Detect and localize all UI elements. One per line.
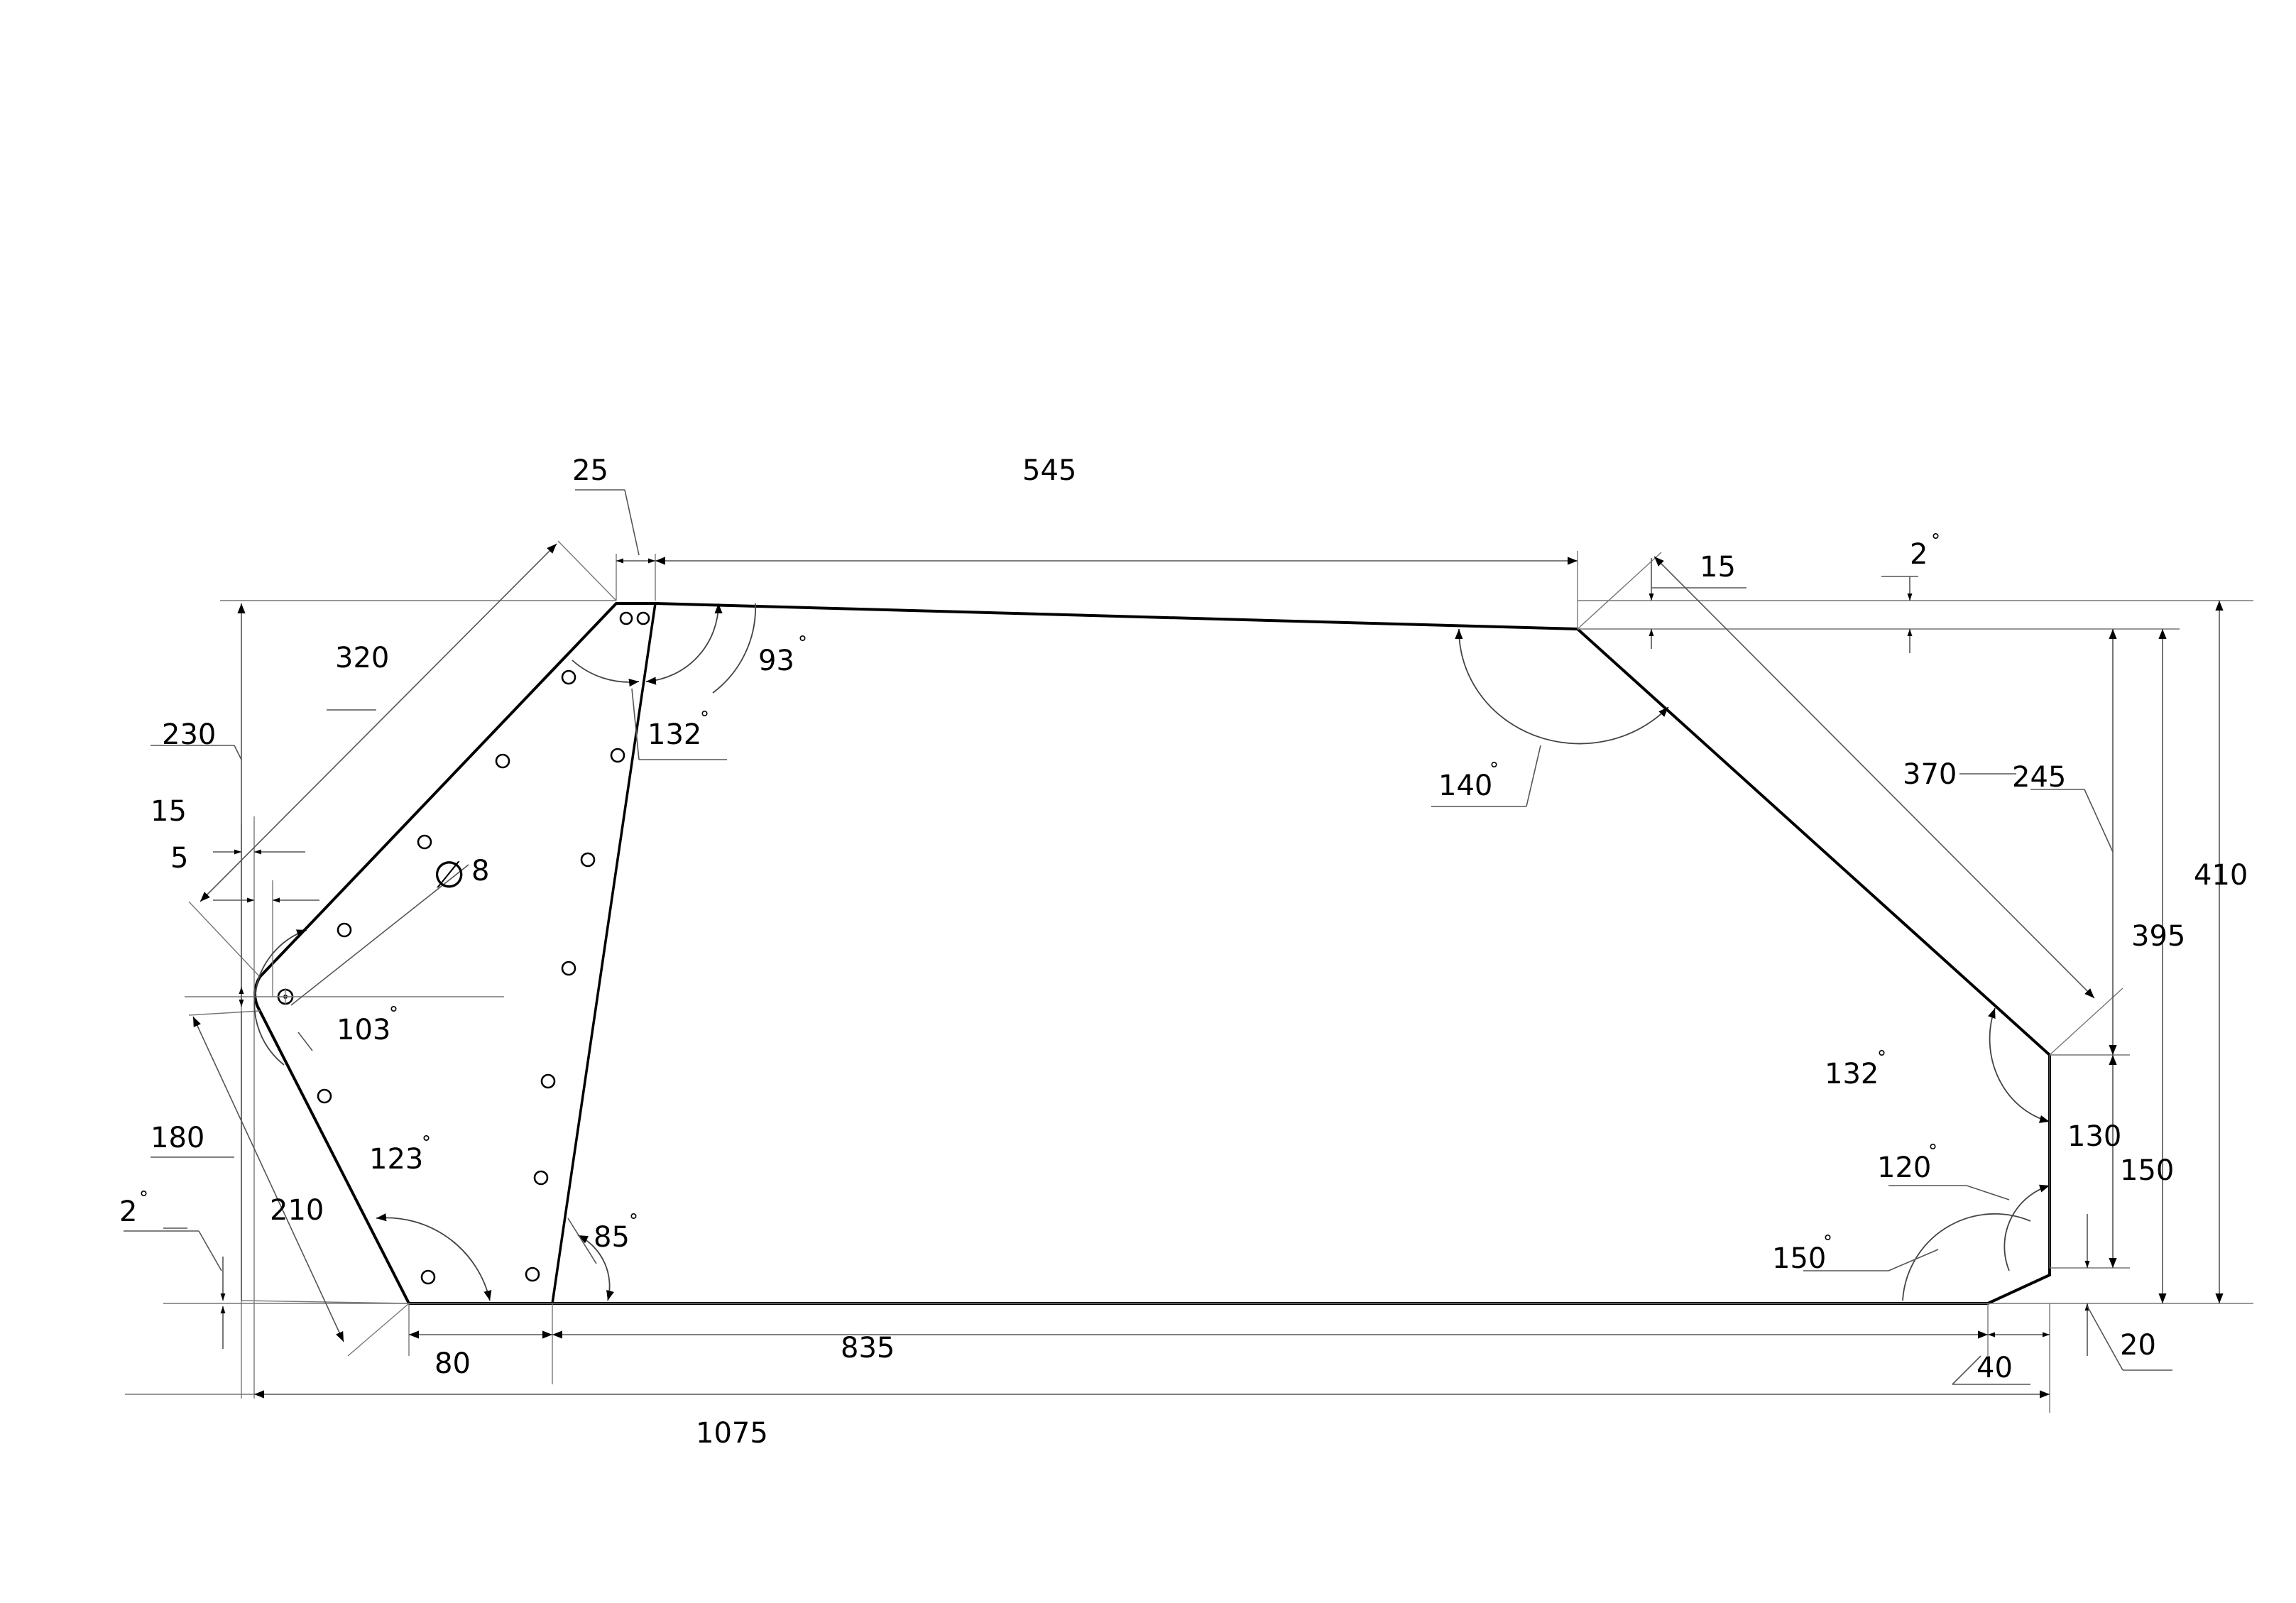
hole — [317, 1088, 332, 1104]
hole — [580, 852, 596, 868]
deg-150: ° — [1823, 1232, 1832, 1253]
dim-395: 395 — [2131, 920, 2185, 953]
hole — [533, 1170, 549, 1186]
angle-93: 93 — [758, 645, 794, 677]
angle-120: 120 — [1877, 1151, 1931, 1184]
hole — [619, 611, 633, 625]
angle-150: 150 — [1772, 1242, 1826, 1275]
hole — [417, 834, 432, 850]
deg-103: ° — [389, 1003, 398, 1024]
angle-132-right: 132 — [1825, 1058, 1879, 1090]
dim-150: 150 — [2120, 1154, 2174, 1187]
dimension-labels: 545 25 320 230 15 5 180 210 2 ° 80 835 1… — [119, 454, 2248, 1450]
hole — [525, 1266, 540, 1282]
angle-132-top: 132 — [647, 718, 701, 751]
dim-2-right: 2 — [1910, 538, 1928, 571]
dim-320: 320 — [335, 642, 389, 674]
inner-slanted-edge — [551, 603, 657, 1304]
deg-93: ° — [798, 633, 807, 654]
dim-180: 180 — [151, 1122, 204, 1154]
hole — [561, 961, 576, 976]
dim-5-left: 5 — [170, 842, 188, 875]
dim-835: 835 — [841, 1332, 895, 1364]
dim-1075: 1075 — [696, 1417, 768, 1450]
dim-2-left: 2 — [119, 1196, 137, 1228]
dim-25: 25 — [572, 454, 608, 487]
deg-132-right: ° — [1877, 1047, 1886, 1068]
dim-410: 410 — [2194, 859, 2248, 892]
deg-120: ° — [1928, 1141, 1937, 1162]
hole — [337, 922, 352, 938]
dim-245: 245 — [2012, 761, 2066, 794]
deg-132-top: ° — [700, 708, 709, 729]
hole — [636, 611, 650, 625]
angle-arcs — [253, 603, 2050, 1301]
extension-lines — [163, 540, 2253, 1413]
deg-85: ° — [629, 1210, 638, 1232]
dim-80: 80 — [434, 1347, 471, 1380]
dim-130: 130 — [2067, 1120, 2121, 1153]
dim-hole-8: 8 — [471, 855, 489, 887]
dim-210: 210 — [270, 1194, 324, 1227]
dim-230: 230 — [162, 718, 216, 751]
hole — [610, 748, 625, 763]
leaders — [124, 688, 2172, 1385]
dim-545: 545 — [1022, 454, 1076, 487]
angle-103: 103 — [337, 1014, 390, 1046]
angle-labels: 93 ° 132 ° 140 ° 103 ° 123 ° 85 ° 132 ° … — [337, 633, 1937, 1275]
angle-140: 140 — [1438, 770, 1492, 802]
hole — [561, 669, 576, 685]
deg-2-left: ° — [139, 1188, 148, 1209]
diameter-symbol: ∅ — [433, 854, 465, 897]
deg-123: ° — [422, 1132, 431, 1154]
dim-40: 40 — [1977, 1352, 2013, 1384]
dimension-lines — [125, 489, 2224, 1399]
part-outline — [253, 602, 2051, 1305]
dim-15-right: 15 — [1700, 551, 1736, 584]
hole — [495, 753, 510, 769]
holes — [277, 611, 650, 1285]
deg-140: ° — [1489, 759, 1499, 780]
angle-123: 123 — [369, 1143, 423, 1176]
dim-15-left: 15 — [151, 795, 187, 828]
hole — [420, 1269, 436, 1285]
angle-85: 85 — [594, 1221, 630, 1254]
deg-2-right: ° — [1931, 530, 1940, 552]
dim-370: 370 — [1903, 758, 1957, 791]
dim-20: 20 — [2120, 1329, 2156, 1362]
hole — [540, 1073, 556, 1089]
